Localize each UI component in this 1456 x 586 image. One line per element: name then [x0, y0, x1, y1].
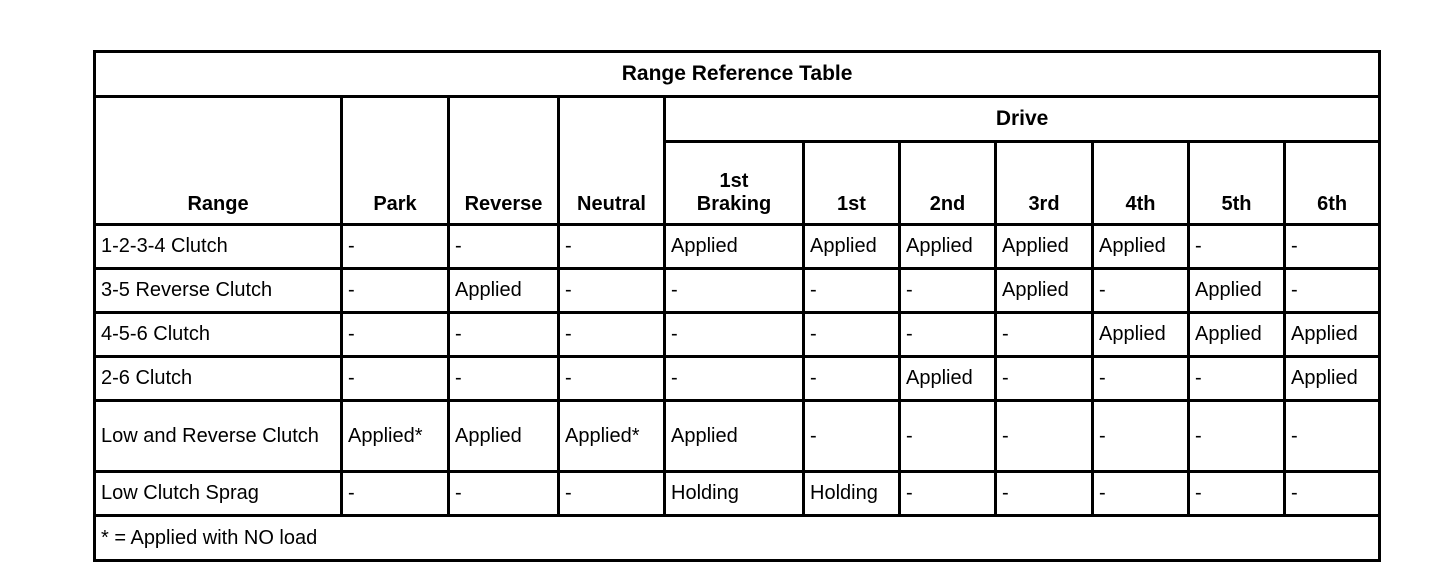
cell-5th: -: [1187, 399, 1286, 473]
cell-5th: -: [1187, 355, 1286, 402]
cell-5th: Applied: [1187, 311, 1286, 358]
cell-3rd: Applied: [994, 223, 1094, 270]
cell-park: -: [340, 223, 450, 270]
cell-1st-braking: -: [663, 267, 805, 314]
column-header-reverse: Reverse: [447, 95, 560, 226]
column-header-1st: 1st: [802, 140, 901, 226]
cell-reverse: -: [447, 355, 560, 402]
cell-1st: Holding: [802, 470, 901, 517]
row-label: 1-2-3-4 Clutch: [93, 223, 343, 270]
cell-park: -: [340, 355, 450, 402]
row-label: Low Clutch Sprag: [93, 470, 343, 517]
cell-5th: -: [1187, 223, 1286, 270]
cell-3rd: -: [994, 355, 1094, 402]
column-header-1st-braking-line2: Braking: [696, 192, 772, 215]
column-header-neutral: Neutral: [557, 95, 666, 226]
table-row: 1-2-3-4 Clutch - - - Applied Applied App…: [93, 223, 1382, 270]
table-footnote: * = Applied with NO load: [92, 514, 1382, 562]
cell-park: -: [340, 267, 450, 314]
cell-park: -: [340, 311, 450, 358]
title-row: Range Reference Table: [92, 50, 1382, 98]
range-reference-table: Range Reference Table Range Park Reverse…: [92, 50, 1382, 562]
column-header-2nd: 2nd: [898, 140, 997, 226]
cell-1st-braking: -: [663, 355, 805, 402]
cell-6th: -: [1282, 470, 1382, 517]
cell-reverse: Applied: [447, 267, 560, 314]
cell-1st: -: [802, 355, 901, 402]
row-label: 4-5-6 Clutch: [93, 311, 343, 358]
cell-1st: -: [802, 267, 901, 314]
cell-3rd: Applied: [994, 267, 1094, 314]
cell-1st: -: [802, 399, 901, 473]
group-header-row: Range Park Reverse Neutral Drive: [93, 95, 1382, 226]
cell-reverse: -: [447, 311, 560, 358]
cell-5th: -: [1187, 470, 1286, 517]
cell-6th: -: [1282, 223, 1382, 270]
cell-2nd: Applied: [898, 355, 997, 402]
cell-reverse: Applied: [447, 399, 560, 473]
column-header-1st-braking: 1st Braking: [663, 140, 805, 226]
cell-4th: Applied: [1091, 311, 1190, 358]
cell-1st-braking: Applied: [663, 399, 805, 473]
cell-4th: Applied: [1091, 223, 1190, 270]
table-row: Low Clutch Sprag - - - Holding Holding -…: [93, 470, 1382, 517]
cell-neutral: -: [557, 223, 666, 270]
cell-6th: -: [1282, 267, 1382, 314]
cell-reverse: -: [447, 223, 560, 270]
column-header-park: Park: [340, 95, 450, 226]
cell-4th: -: [1091, 470, 1190, 517]
cell-2nd: -: [898, 399, 997, 473]
cell-4th: -: [1091, 267, 1190, 314]
cell-4th: -: [1091, 399, 1190, 473]
table-row: 3-5 Reverse Clutch - Applied - - - - App…: [93, 267, 1382, 314]
column-header-3rd: 3rd: [994, 140, 1094, 226]
cell-neutral: -: [557, 267, 666, 314]
cell-park: -: [340, 470, 450, 517]
column-header-range: Range: [93, 95, 343, 226]
cell-park: Applied*: [340, 399, 450, 473]
cell-5th: Applied: [1187, 267, 1286, 314]
cell-4th: -: [1091, 355, 1190, 402]
table-row: 2-6 Clutch - - - - - Applied - - - Appli…: [93, 355, 1382, 402]
row-label: 3-5 Reverse Clutch: [93, 267, 343, 314]
cell-1st-braking: Applied: [663, 223, 805, 270]
footnote-row: * = Applied with NO load: [92, 514, 1382, 562]
cell-1st: Applied: [802, 223, 901, 270]
table-row: Low and Reverse Clutch Applied* Applied …: [93, 399, 1382, 473]
sub-header-row: 1st Braking 1st 2nd 3rd 4th 5th 6th: [95, 140, 1382, 226]
range-reference-table-container: Range Reference Table Range Park Reverse…: [92, 50, 1382, 562]
cell-6th: Applied: [1282, 311, 1382, 358]
table-head: Range Reference Table Range Park Reverse…: [92, 50, 1382, 226]
cell-2nd: -: [898, 267, 997, 314]
cell-neutral: -: [557, 470, 666, 517]
cell-3rd: -: [994, 470, 1094, 517]
table-row: 4-5-6 Clutch - - - - - - - Applied Appli…: [93, 311, 1382, 358]
cell-neutral: -: [557, 355, 666, 402]
cell-1st-braking: -: [663, 311, 805, 358]
table-body: 1-2-3-4 Clutch - - - Applied Applied App…: [92, 223, 1382, 562]
column-header-4th: 4th: [1091, 140, 1190, 226]
cell-reverse: -: [447, 470, 560, 517]
cell-3rd: -: [994, 399, 1094, 473]
column-group-header-drive: Drive: [662, 95, 1382, 143]
cell-6th: Applied: [1282, 355, 1382, 402]
row-label: Low and Reverse Clutch: [93, 399, 343, 473]
cell-1st-braking: Holding: [663, 470, 805, 517]
cell-neutral: -: [557, 311, 666, 358]
cell-1st: -: [802, 311, 901, 358]
cell-2nd: -: [898, 311, 997, 358]
table-title: Range Reference Table: [92, 50, 1382, 98]
cell-2nd: Applied: [898, 223, 997, 270]
column-header-1st-braking-line1: 1st: [719, 170, 749, 193]
column-header-5th: 5th: [1187, 140, 1286, 226]
cell-6th: -: [1282, 399, 1382, 473]
row-label: 2-6 Clutch: [93, 355, 343, 402]
cell-2nd: -: [898, 470, 997, 517]
cell-3rd: -: [994, 311, 1094, 358]
column-header-6th: 6th: [1282, 140, 1382, 226]
cell-neutral: Applied*: [557, 399, 666, 473]
